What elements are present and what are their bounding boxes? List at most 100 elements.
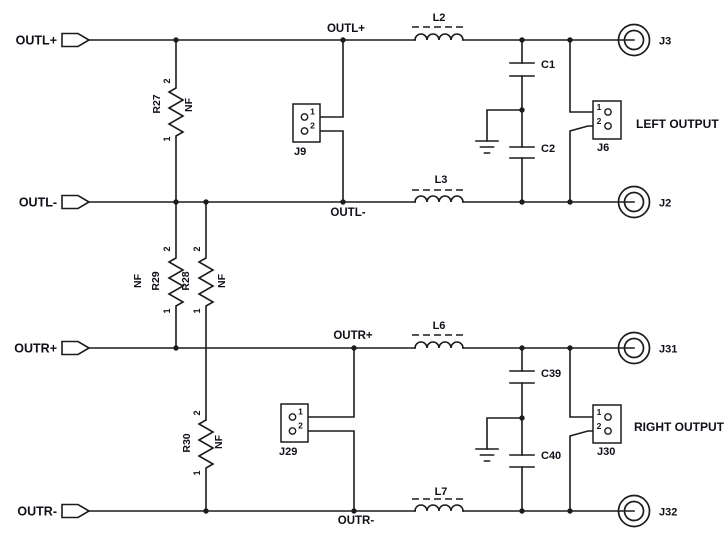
port-outr-minus-symbol <box>61 503 91 519</box>
junction-dot <box>173 345 179 351</box>
j3-label: J3 <box>659 36 671 48</box>
port-outr-plus: OUTR+ <box>14 340 91 356</box>
capacitor-c2: C2 <box>509 109 555 203</box>
r27-body <box>167 39 185 203</box>
port-outr-plus-label: OUTR+ <box>14 342 57 356</box>
ground-right-bars <box>475 448 499 462</box>
j6-pin1-number: 1 <box>597 102 602 112</box>
j29-pin1-number: 1 <box>298 407 303 417</box>
capacitor-c40: C40 <box>509 417 561 512</box>
r29-pin2: 2 <box>162 246 172 251</box>
j6-pin1-circle <box>604 108 612 116</box>
l2-coil <box>414 33 464 41</box>
ground-right <box>475 417 523 462</box>
r30-name: R30 <box>181 433 193 452</box>
j9-pin1-circle <box>300 113 309 121</box>
r30-pin1: 1 <box>192 470 202 475</box>
j30-label: J30 <box>597 446 615 458</box>
junction-dot <box>203 199 209 205</box>
junction-dot <box>567 199 573 205</box>
j30-pin1-circle <box>604 413 612 421</box>
r30-body <box>197 418 215 512</box>
jack-j2: J2 <box>617 185 671 219</box>
port-outr-minus: OUTR- <box>17 503 91 519</box>
r27-pin2: 2 <box>162 78 172 83</box>
junction-dot <box>340 37 346 43</box>
junction-dot <box>519 37 525 43</box>
l3-label: L3 <box>435 174 448 186</box>
inductor-l3: L3 <box>412 174 466 203</box>
resistor-r27: R27 NF 2 1 <box>151 39 195 203</box>
ground-left-bars <box>475 140 499 154</box>
jack-j3: J3 <box>617 23 671 57</box>
junction-dot <box>519 107 525 113</box>
j6-body <box>592 100 622 140</box>
port-outl-plus-symbol <box>61 32 91 48</box>
l6-coil <box>414 341 464 349</box>
c39-label: C39 <box>541 368 561 380</box>
junction-dot <box>567 508 573 514</box>
j30-pin2-number: 2 <box>597 421 602 431</box>
jack-j32: J32 <box>617 494 677 528</box>
ground-left <box>475 109 523 154</box>
junction-dots <box>173 37 573 514</box>
junction-dot <box>203 508 209 514</box>
header-j6: 1 2 J6 <box>569 39 622 203</box>
j9-label: J9 <box>294 146 306 158</box>
port-outl-plus-label: OUTL+ <box>16 34 57 48</box>
junction-dot <box>351 345 357 351</box>
r28-name: R28 <box>180 271 192 290</box>
r29-body <box>167 201 185 349</box>
j29-pin2-wire <box>294 430 355 512</box>
c40-label: C40 <box>541 450 561 462</box>
junction-dot <box>519 199 525 205</box>
j2-label: J2 <box>659 198 671 210</box>
j31-label: J31 <box>659 344 677 356</box>
j30-pin1-number: 1 <box>597 407 602 417</box>
c2-label: C2 <box>541 143 555 155</box>
c2-plates <box>509 146 535 159</box>
r27-pin1: 1 <box>162 136 172 141</box>
r29-pin1: 1 <box>162 308 172 313</box>
j31-outer-ring <box>617 331 651 365</box>
j31-inner-ring <box>623 337 645 359</box>
r28-value: NF <box>216 273 228 288</box>
resistor-r30: R30 NF 2 1 <box>181 410 225 512</box>
j6-label: J6 <box>597 142 609 154</box>
j6-pin2-number: 2 <box>597 116 602 126</box>
j29-pin1-circle <box>288 413 297 421</box>
c1-plates <box>509 62 535 77</box>
ground-right-stub <box>486 417 523 450</box>
port-outr-plus-symbol <box>61 340 91 356</box>
resistor-r29: R29 NF 2 1 <box>132 201 185 349</box>
inductor-l6: L6 <box>412 320 466 349</box>
j32-outer-ring <box>617 494 651 528</box>
j9-body <box>292 103 321 143</box>
j9-pin1-number: 1 <box>310 107 315 117</box>
j3-outer-ring <box>617 23 651 57</box>
jack-j31: J31 <box>617 331 677 365</box>
r30-pin2: 2 <box>192 410 202 415</box>
port-outl-plus: OUTL+ <box>16 32 91 48</box>
j29-pin2-number: 2 <box>298 421 303 431</box>
j29-label: J29 <box>279 446 297 458</box>
l3-coil <box>414 195 464 203</box>
ground-left-stub <box>486 109 523 142</box>
j9-pin2-number: 2 <box>310 121 315 131</box>
r27-name: R27 <box>151 94 163 113</box>
c40-plates <box>509 454 535 468</box>
j32-label: J32 <box>659 507 677 519</box>
r30-value: NF <box>213 434 225 449</box>
junction-dot <box>173 199 179 205</box>
header-j30: 1 2 J30 <box>569 347 622 512</box>
junction-dot <box>519 345 525 351</box>
capacitor-c39: C39 <box>509 347 561 419</box>
net-label-outl-minus: OUTL- <box>330 207 365 219</box>
net-label-outr-plus: OUTR+ <box>333 330 373 342</box>
junction-dot <box>567 345 573 351</box>
c1-label: C1 <box>541 59 555 71</box>
r28-pin2: 2 <box>192 246 202 251</box>
header-j9: 1 2 J9 <box>292 39 344 203</box>
l7-coil <box>414 504 464 512</box>
